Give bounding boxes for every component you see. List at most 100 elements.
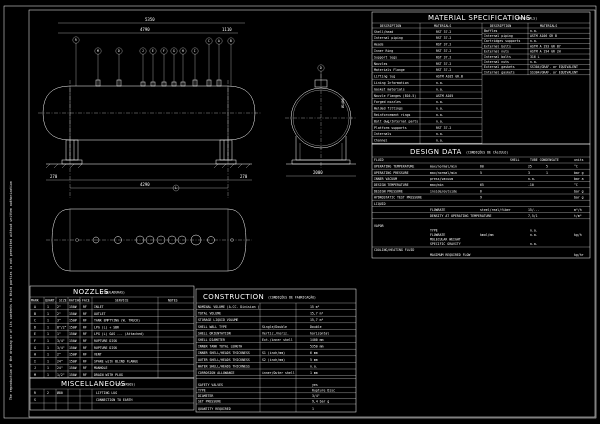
construction-value: 5 mm — [310, 358, 318, 362]
design-normal: n.a. — [528, 177, 536, 181]
misc-title: MISCELLANEOUS — [61, 380, 126, 388]
svg-text:kg/hr: kg/hr — [574, 253, 584, 257]
vapor-label: TYPE — [430, 228, 438, 232]
design-normal: 7,5/1 — [528, 214, 538, 218]
material-value: ASTM A 194 GR 2H — [530, 50, 561, 54]
design-max: 65 — [480, 183, 484, 187]
plan-view — [46, 208, 252, 272]
material-value: ASTM A 193 GR B7 — [530, 44, 561, 48]
material-value: n.a. — [436, 107, 444, 111]
vapor-value: n.a. — [530, 242, 538, 246]
material-value: RST 37.2 — [436, 30, 451, 34]
material-value: n.a. — [530, 60, 538, 64]
construction-value: 6 mm — [310, 351, 318, 355]
nozzle-cell: 1 — [47, 339, 49, 343]
dim-diameter: Ø1400 — [340, 98, 345, 108]
svg-text:1: 1 — [312, 407, 314, 411]
design-max: 5 — [480, 171, 482, 175]
design-label: DESIGN PRESSURE — [374, 189, 403, 193]
nozzle-cell: LPG (L) GAS ... (Attached) — [94, 332, 144, 336]
nozzle-cell: 150# — [69, 312, 77, 316]
misc-cell: CONNECTION TO EARTH — [96, 398, 133, 402]
nozzle-cell: RUPTURE DISK — [94, 346, 117, 350]
design-label: LIQUID — [374, 202, 386, 206]
construction-table: CONSTRUCTION (CONDIÇÕES DE FABRICAÇÃO) N… — [195, 288, 357, 413]
design-unit: m³/h — [574, 208, 582, 212]
svg-text:B: B — [230, 39, 232, 43]
nozzle-cell: LPG (L) + SBR — [94, 325, 119, 329]
left-margin-note: The reproduction of the drawing or of it… — [9, 181, 13, 400]
svg-text:NOTES: NOTES — [168, 299, 178, 303]
svg-text:E: E — [152, 49, 154, 53]
construction-label: SET PRESSURE — [198, 400, 221, 404]
material-desc: Reinforcement rings — [374, 113, 411, 117]
material-desc: Nozzle Flanges (B16.5) — [374, 94, 416, 98]
construction-label: STORAGE LIQUID VOLUME — [198, 318, 238, 322]
design-subcol: max/normal/min — [430, 171, 457, 175]
vapor-unit: kg/h — [574, 233, 582, 237]
nozzle-cell: D — [34, 325, 36, 329]
material-desc: Support legs — [374, 55, 397, 59]
material-value: ASTM A105 GR.B — [436, 75, 463, 79]
material-desc: Baffles — [484, 29, 498, 33]
nozzle-cell: RF — [83, 373, 87, 377]
design-min: 1 — [546, 171, 548, 175]
material-desc: Nozzles — [374, 62, 388, 66]
svg-text:TUBE CONDENSATE: TUBE CONDENSATE — [530, 158, 559, 162]
design-unit: °C — [574, 165, 578, 169]
nozzle-cell: RF — [83, 319, 87, 323]
material-value: ASTM A106 GR B — [530, 34, 557, 38]
nozzle-cell: OUTLET — [94, 312, 106, 316]
material-desc: Shell/head — [374, 30, 393, 34]
construction-value: yes — [312, 383, 318, 387]
nozzles-subtitle: (TUBULADURAS) — [100, 291, 125, 295]
material-value: RST 37.2 — [436, 55, 451, 59]
design-subcol: press/vacuum — [430, 177, 453, 181]
design-data-subtitle: (CONDIÇÕES DE CÁLCULO) — [466, 150, 508, 155]
svg-text:M: M — [97, 49, 99, 53]
nozzle-cell: 2" — [57, 353, 61, 357]
nozzle-cell: G — [34, 346, 36, 350]
design-normal: 25 — [528, 165, 532, 169]
svg-text:I: I — [194, 49, 196, 53]
material-desc: Lifting lug — [374, 75, 395, 79]
svg-text:R: R — [75, 38, 77, 42]
construction-label: TYPE — [198, 388, 206, 392]
material-desc: Welded fittings — [374, 107, 403, 111]
construction-value: Rupture Disc — [312, 388, 335, 392]
construction-value: 15,7 m³ — [310, 312, 324, 316]
material-desc: Inner Ring — [374, 49, 393, 53]
nozzle-cell: RF — [83, 346, 87, 350]
design-unit: bar g — [574, 189, 584, 193]
nozzle-cell: RF — [83, 353, 87, 357]
nozzle-cell: 150# — [69, 339, 77, 343]
construction-value: 1 mm — [310, 371, 318, 375]
design-label: INNER VACUUM — [374, 177, 397, 181]
nozzle-cell: RF — [83, 339, 87, 343]
construction-label: INNER SHELL/HEADS THICKNESS — [198, 351, 250, 355]
nozzle-cell: 1" — [57, 332, 61, 336]
svg-text:SHELL: SHELL — [510, 158, 520, 162]
construction-sub: Vertic./horiz. — [262, 331, 289, 335]
material-value: n.a. — [436, 119, 444, 123]
nozzle-cell: RUPTURE DISK — [94, 339, 117, 343]
svg-text:A: A — [218, 39, 220, 43]
nozzle-cell: VENT — [94, 353, 102, 357]
nozzle-cell: J — [34, 366, 36, 370]
material-value: SS304/GRAF. or EQUIVALENT — [530, 70, 578, 74]
svg-text:COOLING/HEATING FLUID: COOLING/HEATING FLUID — [374, 248, 414, 252]
material-value: 316 L — [530, 55, 540, 59]
design-normal: 3 — [528, 171, 530, 175]
nozzle-cell: 3/4" — [57, 339, 65, 343]
nozzle-cell: 150# — [69, 359, 77, 363]
vapor-label: FLOWRATE — [430, 233, 445, 237]
svg-text:QUANTITY REQUIRED: QUANTITY REQUIRED — [198, 407, 231, 411]
nozzle-cell: 150# — [69, 319, 77, 323]
nozzle-cell: 150# — [69, 373, 77, 377]
svg-text:H: H — [182, 49, 184, 53]
material-value: n.a. — [436, 132, 444, 136]
material-desc: External nuts — [484, 50, 509, 54]
construction-value: 3/4" — [312, 394, 320, 398]
nozzle-marks-top: R M D J E F G H I C A B — [72, 36, 235, 55]
